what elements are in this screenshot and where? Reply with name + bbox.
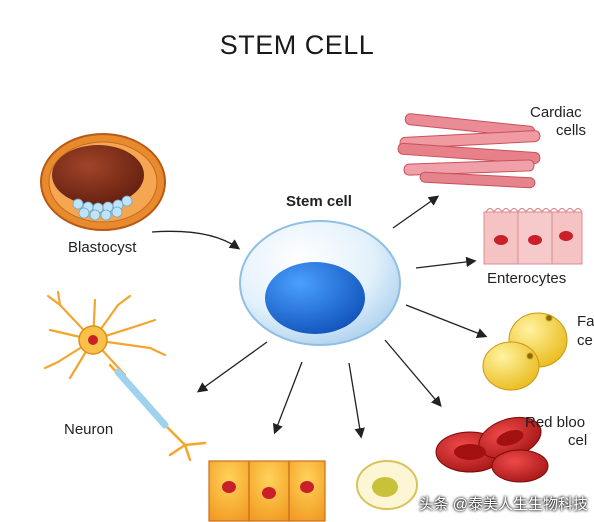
cardiac-label-line1: Cardiac xyxy=(530,104,582,121)
arrow-to-enterocytes xyxy=(415,256,477,269)
arrow-to-cardiac xyxy=(392,195,440,229)
epithelial-cells-illustration xyxy=(208,460,326,522)
red-blood-cells-illustration xyxy=(435,416,549,483)
fat-cells-illustration xyxy=(482,312,568,391)
red-blood-label-line2: cel xyxy=(568,432,588,449)
differentiation-arrows xyxy=(151,195,488,439)
arrow-to-red-blood xyxy=(384,339,442,407)
neuron-illustration xyxy=(43,290,207,462)
enterocytes-label: Enterocytes xyxy=(487,270,567,287)
arrow-to-epithelial xyxy=(272,361,303,435)
red-blood-label-line1: Red bloo xyxy=(525,414,586,431)
fat-label-line2: ce xyxy=(577,332,593,349)
cardiac-cells-illustration xyxy=(397,113,541,189)
arrow-to-round-cell xyxy=(348,362,365,439)
stem-cell-label: Stem cell xyxy=(286,193,352,210)
round-cell-illustration xyxy=(356,460,418,510)
watermark: 头条 @泰美人生生物科技 xyxy=(418,496,588,513)
neuron-label: Neuron xyxy=(64,421,114,438)
stem-cell-illustration xyxy=(239,220,401,346)
arrow-to-neuron xyxy=(196,341,268,393)
fat-label-line1: Fa xyxy=(577,313,594,330)
blastocyst-illustration xyxy=(40,133,166,231)
blastocyst-label: Blastocyst xyxy=(68,239,137,256)
enterocytes-illustration xyxy=(483,207,583,265)
diagram-title: STEM CELL xyxy=(219,30,375,60)
arrow-blastocyst-to-stem xyxy=(151,230,241,250)
cardiac-label-line2: cells xyxy=(556,122,587,139)
arrow-to-fat xyxy=(405,304,488,338)
